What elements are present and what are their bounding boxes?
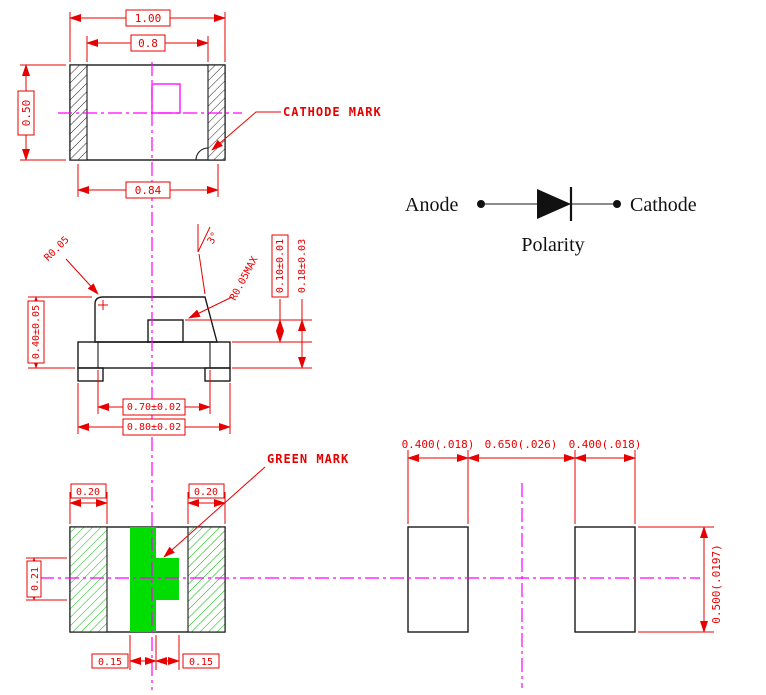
cathode-mark-label: CATHODE MARK	[283, 105, 382, 119]
dim-mark-right: 0.15	[189, 657, 213, 668]
top-view-extension-lines	[20, 12, 226, 197]
dim-frame	[91, 653, 129, 669]
dim-band-right: 0.20	[194, 487, 218, 498]
dim-pad-right: 0.400(.018)	[569, 438, 642, 451]
green-mark-label: GREEN MARK	[267, 452, 349, 466]
dim-body-height: 0.40±0.05	[31, 305, 42, 359]
side-view-flange	[77, 341, 231, 369]
green-mark-arm	[156, 558, 179, 600]
green-mark-leader	[163, 466, 266, 558]
side-view-foot-right	[204, 367, 231, 382]
dim-frame	[130, 34, 166, 52]
dim-frame	[182, 653, 220, 669]
dim-overall-width: 0.80±0.02	[127, 422, 181, 433]
dim-mark-left: 0.15	[98, 657, 122, 668]
radius-max-leader	[188, 296, 233, 319]
top-view-dimensions: 1.00 0.8 0.50 0.84 CATHODE MARK	[17, 9, 382, 199]
cathode-notch	[195, 147, 209, 161]
dim-frame	[122, 418, 186, 436]
dim-height: 0.50	[20, 100, 33, 127]
radius-center-mark	[98, 300, 108, 310]
diode-triangle-icon	[537, 189, 571, 219]
cathode-label: Cathode	[630, 194, 697, 216]
dim-overall-width: 1.00	[135, 12, 162, 25]
cathode-terminal-dot	[613, 200, 621, 208]
dim-inner-width: 0.8	[138, 37, 158, 50]
dim-body-height-group: 0.40±0.05	[27, 300, 45, 364]
bottom-view-right-pad-hatch	[187, 526, 226, 633]
centerlines	[40, 62, 700, 690]
polarity-caption: Polarity	[521, 234, 584, 256]
bottom-view-left-pad-hatch	[69, 526, 108, 633]
dim-gap: 0.650(.026)	[485, 438, 558, 451]
radius-top-leader	[65, 258, 99, 295]
dim-pad-height: 0.500(.0197)	[710, 544, 723, 623]
dim-height-group: 0.50	[17, 90, 35, 136]
bottom-view-dimensions: 0.20 0.20 0.21 0.15 0.15 GREEN MARK	[26, 452, 349, 670]
dim-inner-width: 0.70±0.02	[127, 402, 181, 413]
side-view-geometry	[77, 296, 231, 382]
top-view-center-window	[151, 83, 181, 114]
pad-layout-geometry	[407, 526, 636, 633]
pad-layout-dimensions: 0.400(.018) 0.650(.026) 0.400(.018) 0.50…	[402, 438, 723, 633]
bottom-view-geometry	[69, 526, 226, 633]
dim-frame	[122, 398, 186, 416]
dim-bottom-width: 0.84	[135, 184, 162, 197]
pad-layout-extension-lines	[407, 450, 714, 633]
dim-pad-left: 0.400(.018)	[402, 438, 475, 451]
dim-step-height-group: 0.10±0.01	[271, 234, 289, 298]
dim-frame	[188, 483, 225, 499]
side-view-foot-left	[77, 367, 104, 382]
solder-pad-right	[574, 526, 636, 633]
side-view-dimensions: 0.40±0.05 0.10±0.01 0.18±0.03 0.70±0.02 …	[27, 224, 312, 436]
dim-frame	[125, 9, 171, 27]
dim-frame	[125, 181, 171, 199]
draft-angle-callout	[197, 224, 211, 295]
anode-label: Anode	[405, 194, 458, 216]
dim-lead-height: 0.18±0.03	[297, 239, 308, 293]
cathode-mark-leader	[211, 111, 281, 151]
radius-max-label: R0.05MAX	[228, 255, 260, 303]
draft-angle-label: 3°	[206, 230, 222, 246]
dim-mark-height-group: 0.21	[26, 560, 42, 598]
polarity-symbol: Anode Cathode Polarity	[405, 187, 697, 256]
dim-mark-height: 0.21	[30, 567, 41, 591]
radius-top-label: R0.05	[43, 235, 72, 264]
dim-step-height: 0.10±0.01	[275, 239, 286, 293]
side-view-body	[94, 296, 218, 343]
dim-band-left: 0.20	[76, 487, 100, 498]
dim-frame	[70, 483, 107, 499]
solder-pad-left	[407, 526, 469, 633]
side-view-step	[147, 319, 184, 343]
